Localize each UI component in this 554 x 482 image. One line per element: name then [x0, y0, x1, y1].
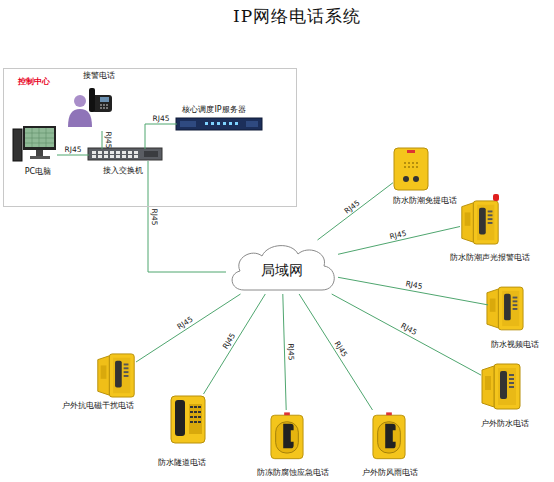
node-label: 防水防潮声光报警电话 — [450, 253, 530, 263]
diagram-title: IP网络电话系统 — [180, 5, 414, 28]
person-body — [68, 109, 92, 127]
tunnel-phone — [171, 396, 205, 443]
node-label: 户外抗电磁干扰电话 — [62, 401, 134, 411]
field-phone: 户外防水电话 — [481, 362, 521, 410]
emergency-phone — [271, 412, 303, 458]
edge-label: RJ45 — [153, 114, 170, 123]
alarm-phone-open — [462, 201, 498, 244]
field-phone: 户外抗电磁干扰电话 — [96, 352, 136, 398]
field-phone: 户外防风雨电话 — [372, 410, 406, 462]
rj45-link — [338, 227, 460, 255]
field-phone: 防冻防腐蚀应急电话 — [270, 410, 304, 462]
rj45-link — [102, 131, 103, 149]
node-label: 核心调度IP服务器 — [182, 105, 245, 115]
desk-phone — [89, 88, 112, 112]
edge-label: RJ45 — [342, 198, 361, 215]
control-center-box: 控制中心接警电话核心调度IP服务器PC电脑接入交换机 — [3, 68, 297, 207]
emi-phone — [98, 354, 134, 397]
node-label: 户外防风雨电话 — [362, 468, 418, 478]
area-title: 控制中心 — [18, 77, 50, 87]
access-switch — [88, 148, 162, 160]
field-phone: 防水防潮声光报警电话 — [460, 199, 500, 245]
node-label: 防水隧道电话 — [158, 458, 206, 468]
field-phone: 防水隧道电话 — [170, 394, 206, 444]
ip-server — [176, 118, 262, 130]
rj45-link — [332, 294, 481, 375]
alarm-desk-phone: 接警电话 — [67, 87, 115, 131]
edge-label: RJ45 — [150, 208, 159, 225]
pc-computer: PC电脑 — [14, 127, 57, 163]
access-switch: 接入交换机 — [89, 149, 163, 161]
edge-label: RJ45 — [104, 132, 113, 149]
field-phone: 防水防潮免提电话 — [393, 147, 429, 191]
rj45-link — [148, 161, 226, 272]
waterproof-phone — [482, 364, 520, 409]
node-label: 防冻防腐蚀应急电话 — [257, 468, 329, 478]
rj45-link — [136, 294, 241, 362]
rj45-link — [299, 294, 372, 410]
node-label: 户外防水电话 — [481, 419, 529, 429]
edge-label: RJ45 — [405, 279, 423, 291]
node-label: PC电脑 — [25, 167, 51, 177]
alarm-beacon — [493, 194, 499, 201]
node-label: 防水防潮免提电话 — [393, 196, 457, 206]
edge-label: RJ45 — [221, 331, 238, 350]
rj45-link — [283, 294, 286, 410]
rj45-link — [204, 294, 266, 394]
speaker-phone — [394, 148, 428, 190]
lan-cloud: 局域网 — [226, 240, 338, 294]
edge-label: RJ45 — [286, 343, 295, 360]
edge-label: RJ45 — [175, 315, 194, 332]
rj45-link — [57, 155, 89, 156]
node-label: 接警电话 — [83, 71, 115, 81]
edge-label: RJ45 — [65, 145, 82, 154]
node-label: 接入交换机 — [103, 166, 143, 176]
edge-label: RJ45 — [333, 339, 350, 358]
weatherproof-phone — [373, 412, 405, 458]
ip-server: 核心调度IP服务器 — [177, 118, 263, 132]
edge-label: RJ45 — [400, 321, 419, 337]
node-label: 局域网 — [226, 240, 338, 294]
node-label: 防水视频电话 — [491, 340, 539, 350]
rj45-link — [338, 277, 488, 305]
rj45-link — [318, 183, 394, 240]
rj45-link — [145, 124, 177, 149]
pc-computer — [13, 126, 56, 161]
video-phone — [487, 287, 523, 330]
person-head — [74, 95, 86, 107]
field-phone: 防水视频电话 — [488, 285, 522, 331]
